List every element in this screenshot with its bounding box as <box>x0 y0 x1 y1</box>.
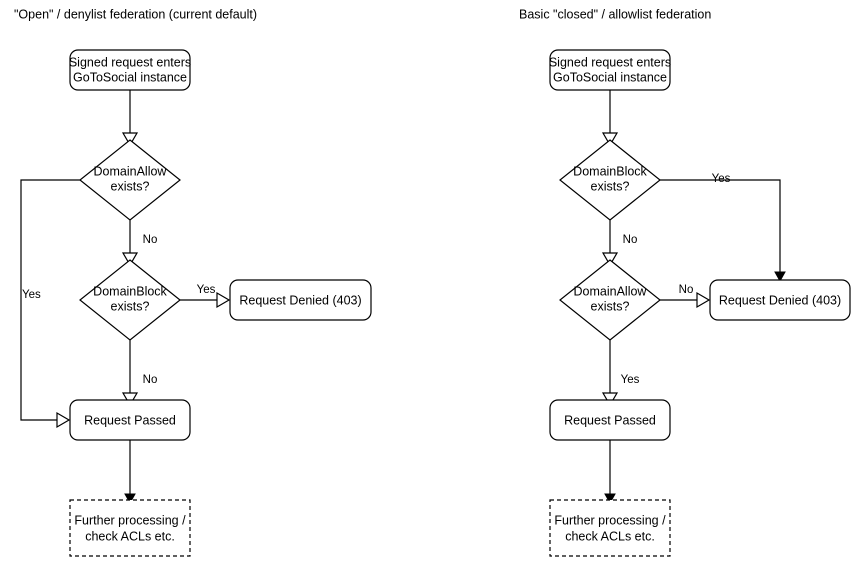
edge-label-domainblock-yes-right: Yes <box>712 173 731 185</box>
request-denied-label-right: Request Denied (403) <box>719 293 841 307</box>
domainallow-label-line1-right: DomainAllow <box>574 284 648 298</box>
node-further-processing-right[interactable]: Further processing / check ACLs etc. <box>549 499 671 557</box>
request-denied-box-shape-right <box>709 279 851 321</box>
node-entry-right[interactable]: Signed request enters GoToSocial instanc… <box>549 49 671 91</box>
request-denied-label: Request Denied (403) <box>239 293 361 307</box>
node-entry-left[interactable]: Signed request enters GoToSocial instanc… <box>69 49 191 91</box>
edge-entry-to-domainblock-right <box>601 90 619 147</box>
node-decision-domainallow-left[interactable]: DomainAllow exists? <box>79 139 181 221</box>
edge-label-domainallow-yes-right: Yes <box>621 374 640 386</box>
panel-title-closed-allowlist: Basic "closed" / allowlist federation <box>519 7 711 21</box>
edge-passed-to-further-right <box>604 440 616 505</box>
request-passed-label-right: Request Passed <box>564 413 656 427</box>
panel-title-open-denylist: "Open" / denylist federation (current de… <box>14 7 257 21</box>
further-processing-label-line1-right: Further processing / <box>554 513 666 527</box>
request-denied-box-shape <box>229 279 372 321</box>
edge-label-domainallow-yes: Yes <box>22 289 41 301</box>
domainblock-label-line1: DomainBlock <box>93 284 167 298</box>
edge-domainblock-yes-left: Yes <box>180 284 231 309</box>
edge-passed-to-further-left <box>124 440 136 505</box>
domainallow-label-line2: exists? <box>111 179 150 193</box>
domainblock-label-line1-right: DomainBlock <box>573 164 647 178</box>
panel-closed-allowlist: Basic "closed" / allowlist federation Si… <box>519 7 851 557</box>
edge-domainallow-yes-left: Yes <box>20 179 80 429</box>
domainallow-label-line2-right: exists? <box>591 299 630 313</box>
domainallow-label-line1: DomainAllow <box>94 164 168 178</box>
further-processing-label-line1: Further processing / <box>74 513 186 527</box>
panel-open-denylist: "Open" / denylist federation (current de… <box>14 7 372 557</box>
node-request-denied-right[interactable]: Request Denied (403) <box>709 279 851 321</box>
edge-domainallow-yes-right: Yes <box>601 340 640 407</box>
edge-label-domainallow-no: No <box>143 234 158 246</box>
edge-label-domainblock-yes: Yes <box>197 284 216 296</box>
edge-label-domainallow-no-right: No <box>679 284 694 296</box>
node-decision-domainblock-left[interactable]: DomainBlock exists? <box>79 259 181 341</box>
node-request-passed-left[interactable]: Request Passed <box>69 399 191 441</box>
further-processing-box-shape <box>69 499 191 557</box>
node-decision-domainallow-right[interactable]: DomainAllow exists? <box>559 259 661 341</box>
edge-domainblock-yes-right: Yes <box>660 173 786 283</box>
entry-box-label-line2: GoToSocial instance <box>73 70 187 84</box>
edge-entry-to-domainallow <box>121 90 139 147</box>
node-request-passed-right[interactable]: Request Passed <box>549 399 671 441</box>
edge-label-domainblock-no-right: No <box>623 234 638 246</box>
edge-label-domainblock-no: No <box>143 374 158 386</box>
entry-box-label-line2-right: GoToSocial instance <box>553 70 667 84</box>
entry-box-label-line1-right: Signed request enters <box>549 55 671 69</box>
further-processing-label-line2: check ACLs etc. <box>85 529 175 543</box>
edge-domainblock-no-right: No <box>601 220 638 267</box>
edge-domainblock-no-left: No <box>121 340 158 407</box>
edge-domainallow-no-right: No <box>660 284 711 309</box>
further-processing-label-line2-right: check ACLs etc. <box>565 529 655 543</box>
entry-box-label-line1: Signed request enters <box>69 55 191 69</box>
node-request-denied-left[interactable]: Request Denied (403) <box>229 279 372 321</box>
request-passed-label: Request Passed <box>84 413 176 427</box>
domainblock-label-line2: exists? <box>111 299 150 313</box>
domainblock-label-line2-right: exists? <box>591 179 630 193</box>
node-decision-domainblock-right[interactable]: DomainBlock exists? <box>559 139 661 221</box>
edge-domainallow-no-left: No <box>121 220 158 267</box>
node-further-processing-left[interactable]: Further processing / check ACLs etc. <box>69 499 191 557</box>
further-processing-box-shape-right <box>549 499 671 557</box>
